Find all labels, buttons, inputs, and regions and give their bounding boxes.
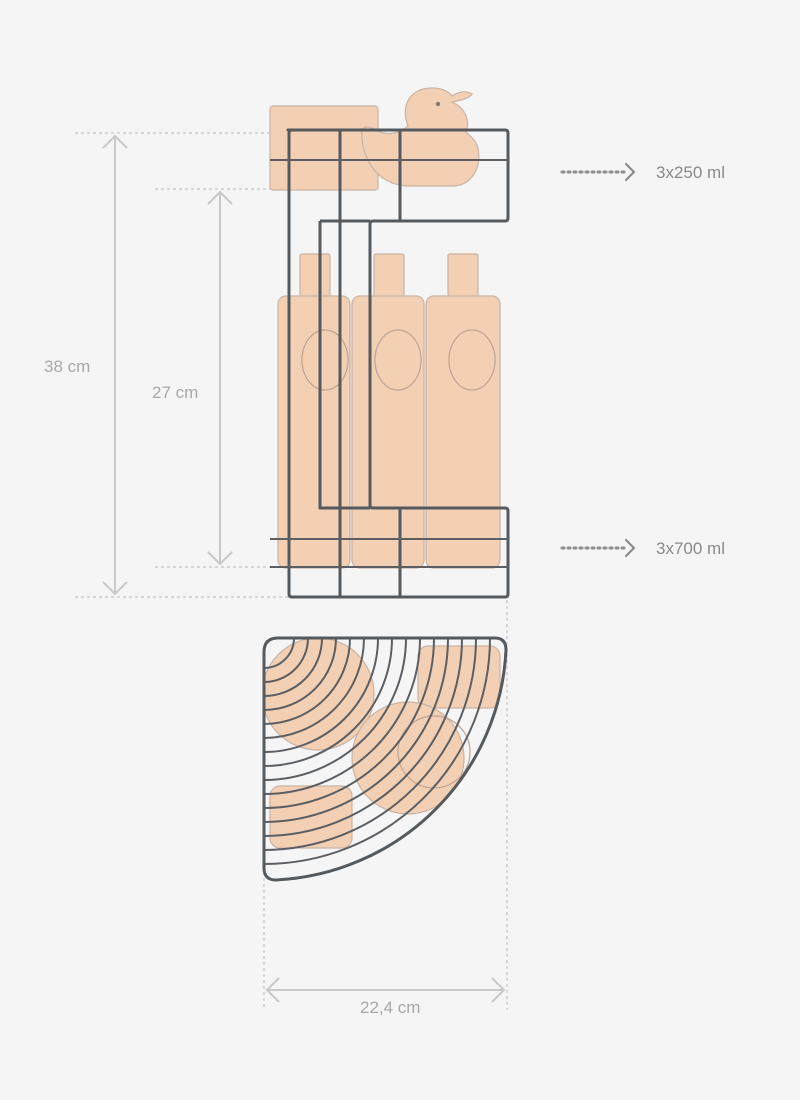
caddy-top-view xyxy=(262,636,508,882)
upper-capacity-label: 3x250 ml xyxy=(656,163,725,182)
soap-bar-icon xyxy=(269,785,353,849)
dimension-guides xyxy=(75,132,508,1010)
upper-shelf-items xyxy=(269,87,480,191)
arrow-right-icon xyxy=(624,162,636,182)
bottle-icon xyxy=(277,253,351,569)
lower-height-label: 27 cm xyxy=(152,383,198,402)
total-height-dimension: 38 cm xyxy=(40,134,128,596)
arrow-right-icon xyxy=(624,538,636,558)
rubber-duck-icon xyxy=(361,87,480,187)
upper-capacity-callout: 3x250 ml xyxy=(560,162,725,182)
lower-capacity-callout: 3x700 ml xyxy=(560,538,725,558)
bottle-icon xyxy=(351,253,425,569)
total-height-label: 38 cm xyxy=(44,357,90,376)
width-dimension: 22,4 cm xyxy=(265,977,506,1017)
lower-shelf-items xyxy=(277,253,501,569)
lower-capacity-label: 3x700 ml xyxy=(656,539,725,558)
bottle-icon xyxy=(425,253,501,569)
soap-dish-icon xyxy=(269,105,379,191)
caddy-frame-side-view xyxy=(270,128,510,599)
lower-height-dimension: 27 cm xyxy=(148,190,233,566)
width-label: 22,4 cm xyxy=(360,998,420,1017)
